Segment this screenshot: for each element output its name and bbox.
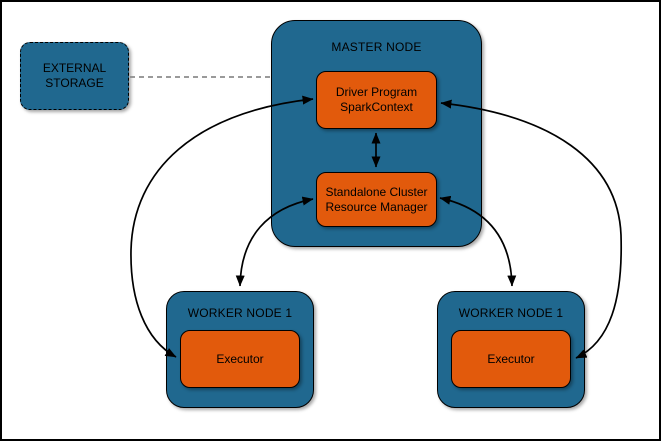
- driver-program-label-line2: SparkContext: [340, 100, 413, 114]
- driver-program-box: Driver Program SparkContext: [316, 71, 437, 129]
- executor-right-box: Executor: [451, 330, 571, 388]
- executor-left-label: Executor: [216, 351, 264, 366]
- worker-node-left-title: WORKER NODE 1: [187, 306, 293, 320]
- external-storage-node: EXTERNAL STORAGE: [20, 42, 129, 110]
- executor-left-box: Executor: [180, 330, 300, 388]
- executor-right-label: Executor: [487, 351, 535, 366]
- external-storage-label-line2: STORAGE: [45, 76, 104, 90]
- worker-node-right-title: WORKER NODE 1: [458, 306, 564, 320]
- resource-manager-label-line1: Standalone Cluster: [325, 184, 428, 199]
- resource-manager-label-line2: Resource Manager: [325, 199, 428, 214]
- resource-manager-box: Standalone Cluster Resource Manager: [316, 172, 437, 227]
- external-storage-label-line1: EXTERNAL: [42, 61, 107, 75]
- master-node-title: MASTER NODE: [331, 40, 422, 54]
- driver-program-label-line1: Driver Program: [335, 85, 418, 99]
